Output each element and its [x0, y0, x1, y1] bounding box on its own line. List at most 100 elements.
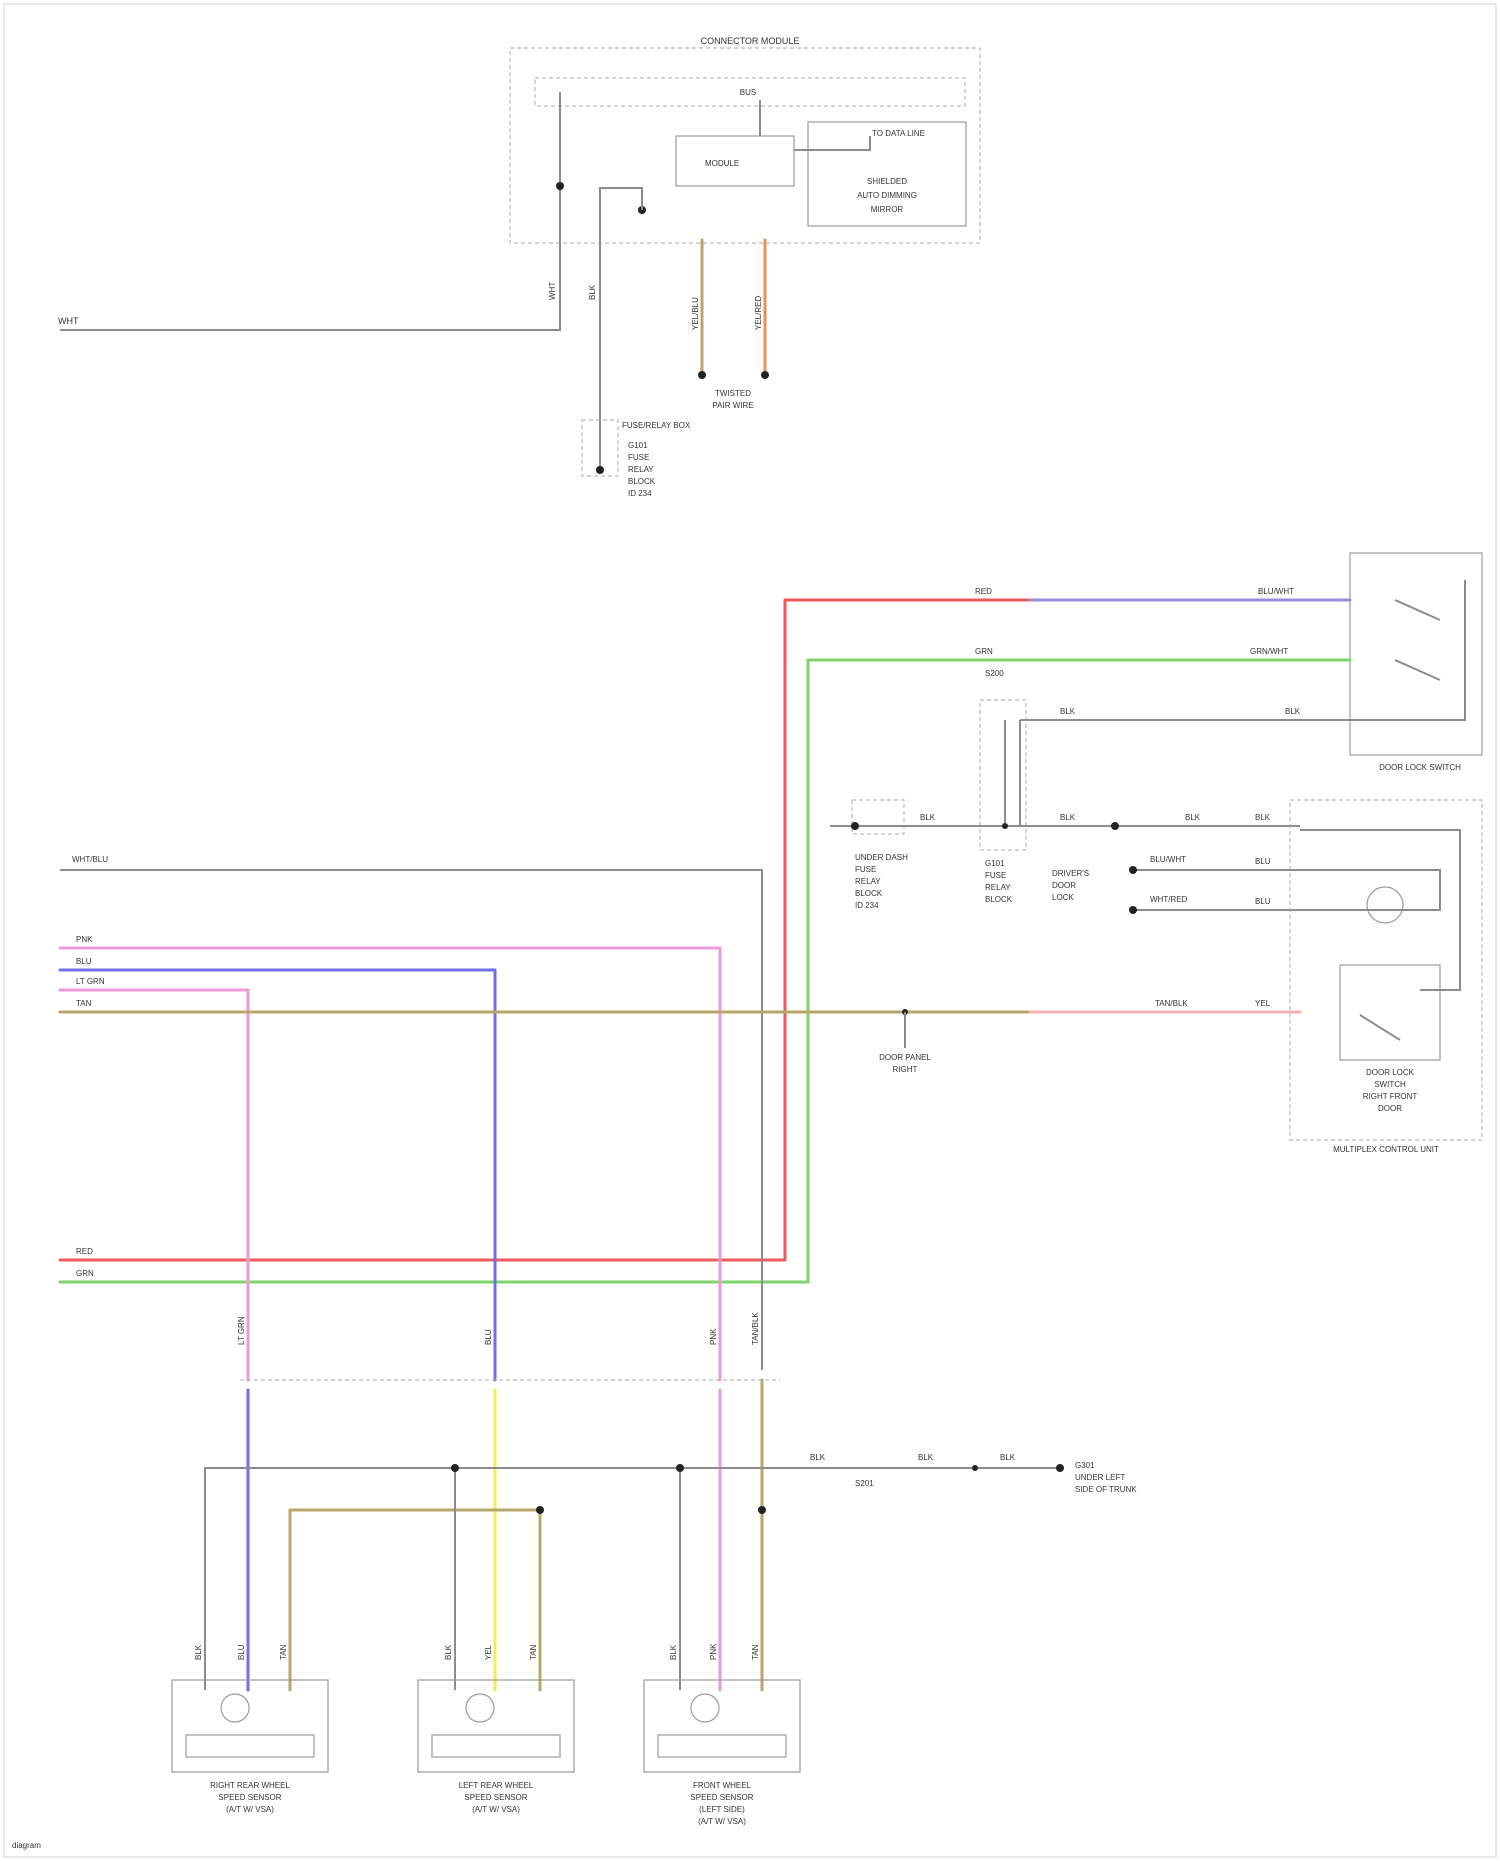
- sensor-2-pin-3: TAN: [529, 1644, 538, 1660]
- ground-g301-line3: SIDE OF TRUNK: [1075, 1485, 1137, 1494]
- sensor-2-box: [418, 1680, 574, 1772]
- switch-wire-label-bluwht: BLU/WHT: [1258, 587, 1294, 596]
- door-lock-switch-label: DOOR LOCK SWITCH: [1379, 763, 1461, 772]
- sensor-1-line1: RIGHT REAR WHEEL: [210, 1781, 290, 1790]
- twisted-pair-dot-1: [698, 371, 706, 379]
- module-internal-wires: [560, 92, 870, 200]
- door-lock-switch-rf-box: [1340, 965, 1440, 1060]
- sensor-2-pin-2: YEL: [484, 1644, 493, 1660]
- ground-g301-line2: UNDER LEFT: [1075, 1473, 1125, 1482]
- splice-s200-label: S200: [985, 669, 1004, 678]
- left-connector-wires: WHT/BLU TAN/BLK DOOR PANEL RIGHT PNK BLU…: [60, 855, 1300, 1380]
- ground-junction-1: [451, 1464, 459, 1472]
- switch-contacts: [1350, 580, 1465, 720]
- wire-red-trunk: [60, 600, 1030, 1260]
- sensor-1-plate: [186, 1735, 314, 1757]
- mcu-wire-label-1: BLU: [1255, 857, 1271, 866]
- motor-wires: [1300, 870, 1440, 910]
- page-frame: [4, 4, 1496, 1857]
- block3-line3: LOCK: [1052, 893, 1074, 902]
- sensor-2-plate: [432, 1735, 560, 1757]
- module-right-block-line2: AUTO DIMMING: [857, 191, 917, 200]
- top-module: CONNECTOR MODULE BUS MODULE SHIELDED AUT…: [510, 36, 980, 243]
- module-outline: [510, 48, 980, 243]
- pin-label-blu: BLU: [76, 957, 92, 966]
- left-wire-label: WHT: [58, 316, 79, 326]
- under-dash-block: [852, 800, 904, 834]
- top-wire-label-4: YEL/RED: [754, 296, 763, 330]
- sensor-3-line1: FRONT WHEEL: [693, 1781, 752, 1790]
- vlabel-lt-grn: LT GRN: [237, 1316, 246, 1345]
- sensor-3-pin-1: BLK: [669, 1644, 678, 1660]
- sensor-3-line2: SPEED SENSOR: [690, 1793, 753, 1802]
- module-side-note: TO DATA LINE: [872, 129, 925, 138]
- sensor-3-pin-3: TAN: [751, 1644, 760, 1660]
- block1-line5: ID 234: [855, 901, 879, 910]
- splice-s201-dot: [972, 1465, 978, 1471]
- sensor-2-line2: SPEED SENSOR: [464, 1793, 527, 1802]
- rf-switch-line2: SWITCH: [1374, 1080, 1406, 1089]
- middle-junction-1: [851, 822, 859, 830]
- door-lock-switch: DOOR LOCK SWITCH: [1350, 553, 1482, 772]
- sensor-2-line3: (A/T W/ VSA): [472, 1805, 520, 1814]
- module-junction-1: [556, 182, 564, 190]
- top-wire-label-2: BLK: [588, 284, 597, 300]
- mcu-wire-label-3: YEL: [1255, 999, 1271, 1008]
- ground-top-line1: G101: [628, 441, 648, 450]
- sensor-2-pin-1: BLK: [444, 1644, 453, 1660]
- middle-wire-label-2: BLK: [1060, 813, 1076, 822]
- switch-wire-label-grnwht: GRN/WHT: [1250, 647, 1288, 656]
- ground-junction-2: [676, 1464, 684, 1472]
- wire-wht-blu: [60, 870, 762, 1370]
- left-top-label: WHT/BLU: [72, 855, 108, 864]
- wire-lt-grn: [60, 990, 248, 1380]
- lock-dot-2: [1129, 906, 1137, 914]
- module-right-block-line1: SHIELDED: [867, 177, 907, 186]
- tan-junction-2: [758, 1506, 766, 1514]
- ground-top-line3: RELAY: [628, 465, 654, 474]
- rf-switch-contacts: [1300, 830, 1460, 1040]
- middle-wire-label-4: BLK: [1255, 813, 1271, 822]
- switch-wire-label-grn: GRN: [975, 647, 993, 656]
- sensor-1-line2: SPEED SENSOR: [218, 1793, 281, 1802]
- block1-line3: RELAY: [855, 877, 881, 886]
- module-left-block-label: MODULE: [705, 159, 739, 168]
- sensor-1-pin-3: TAN: [279, 1644, 288, 1660]
- sensor-2-coil: [466, 1694, 494, 1722]
- rf-switch-line1: DOOR LOCK: [1366, 1068, 1415, 1077]
- wire-ground-bus: [205, 1468, 1060, 1690]
- switch-wire-label-blk1: BLK: [1060, 707, 1076, 716]
- block3-line1: DRIVER'S: [1052, 869, 1089, 878]
- block1-line2: FUSE: [855, 865, 876, 874]
- block2-line2: FUSE: [985, 871, 1006, 880]
- vlabel-pnk: PNK: [709, 1328, 718, 1345]
- module-ground-loop: [600, 188, 642, 240]
- block1-line4: BLOCK: [855, 889, 883, 898]
- module-title: CONNECTOR MODULE: [701, 36, 800, 46]
- ground-top-line4: BLOCK: [628, 477, 656, 486]
- sensor-3-coil: [691, 1694, 719, 1722]
- sensor-3-plate: [658, 1735, 786, 1757]
- block2-line3: RELAY: [985, 883, 1011, 892]
- sensor-3-line3: (LEFT SIDE): [699, 1805, 745, 1814]
- ground-note-top: FUSE/RELAY BOX: [622, 421, 691, 430]
- wire-tan-loop: [290, 1510, 540, 1690]
- sensor-1-box: [172, 1680, 328, 1772]
- block1-line1: UNDER DASH: [855, 853, 908, 862]
- vlabel-tan-blk: TAN/BLK: [751, 1312, 760, 1345]
- twisted-pair-line1: TWISTED: [715, 389, 751, 398]
- switch-wire-label-red: RED: [975, 587, 992, 596]
- multiplex-box: [1290, 800, 1482, 1140]
- sensor-3: BLK PNK TAN FRONT WHEEL SPEED SENSOR (LE…: [644, 1643, 800, 1826]
- wire-top-left: [60, 200, 560, 330]
- block2-line1: G101: [985, 859, 1005, 868]
- pin-label-grn: GRN: [76, 1269, 94, 1278]
- middle-blocks: S200 BLK BLK BLK BLK UNDER DASH FUSE REL…: [830, 669, 1300, 914]
- top-module-wires: WHT WHT BLK FUSE/RELAY BOX G101 FUSE REL…: [58, 200, 769, 498]
- ground-top-line2: FUSE: [628, 453, 649, 462]
- middle-junction-3: [1111, 822, 1119, 830]
- sensor-1-pin-2: BLU: [237, 1644, 246, 1660]
- top-wire-label-1: WHT: [548, 282, 557, 300]
- door-panel-line1: DOOR PANEL: [879, 1053, 931, 1062]
